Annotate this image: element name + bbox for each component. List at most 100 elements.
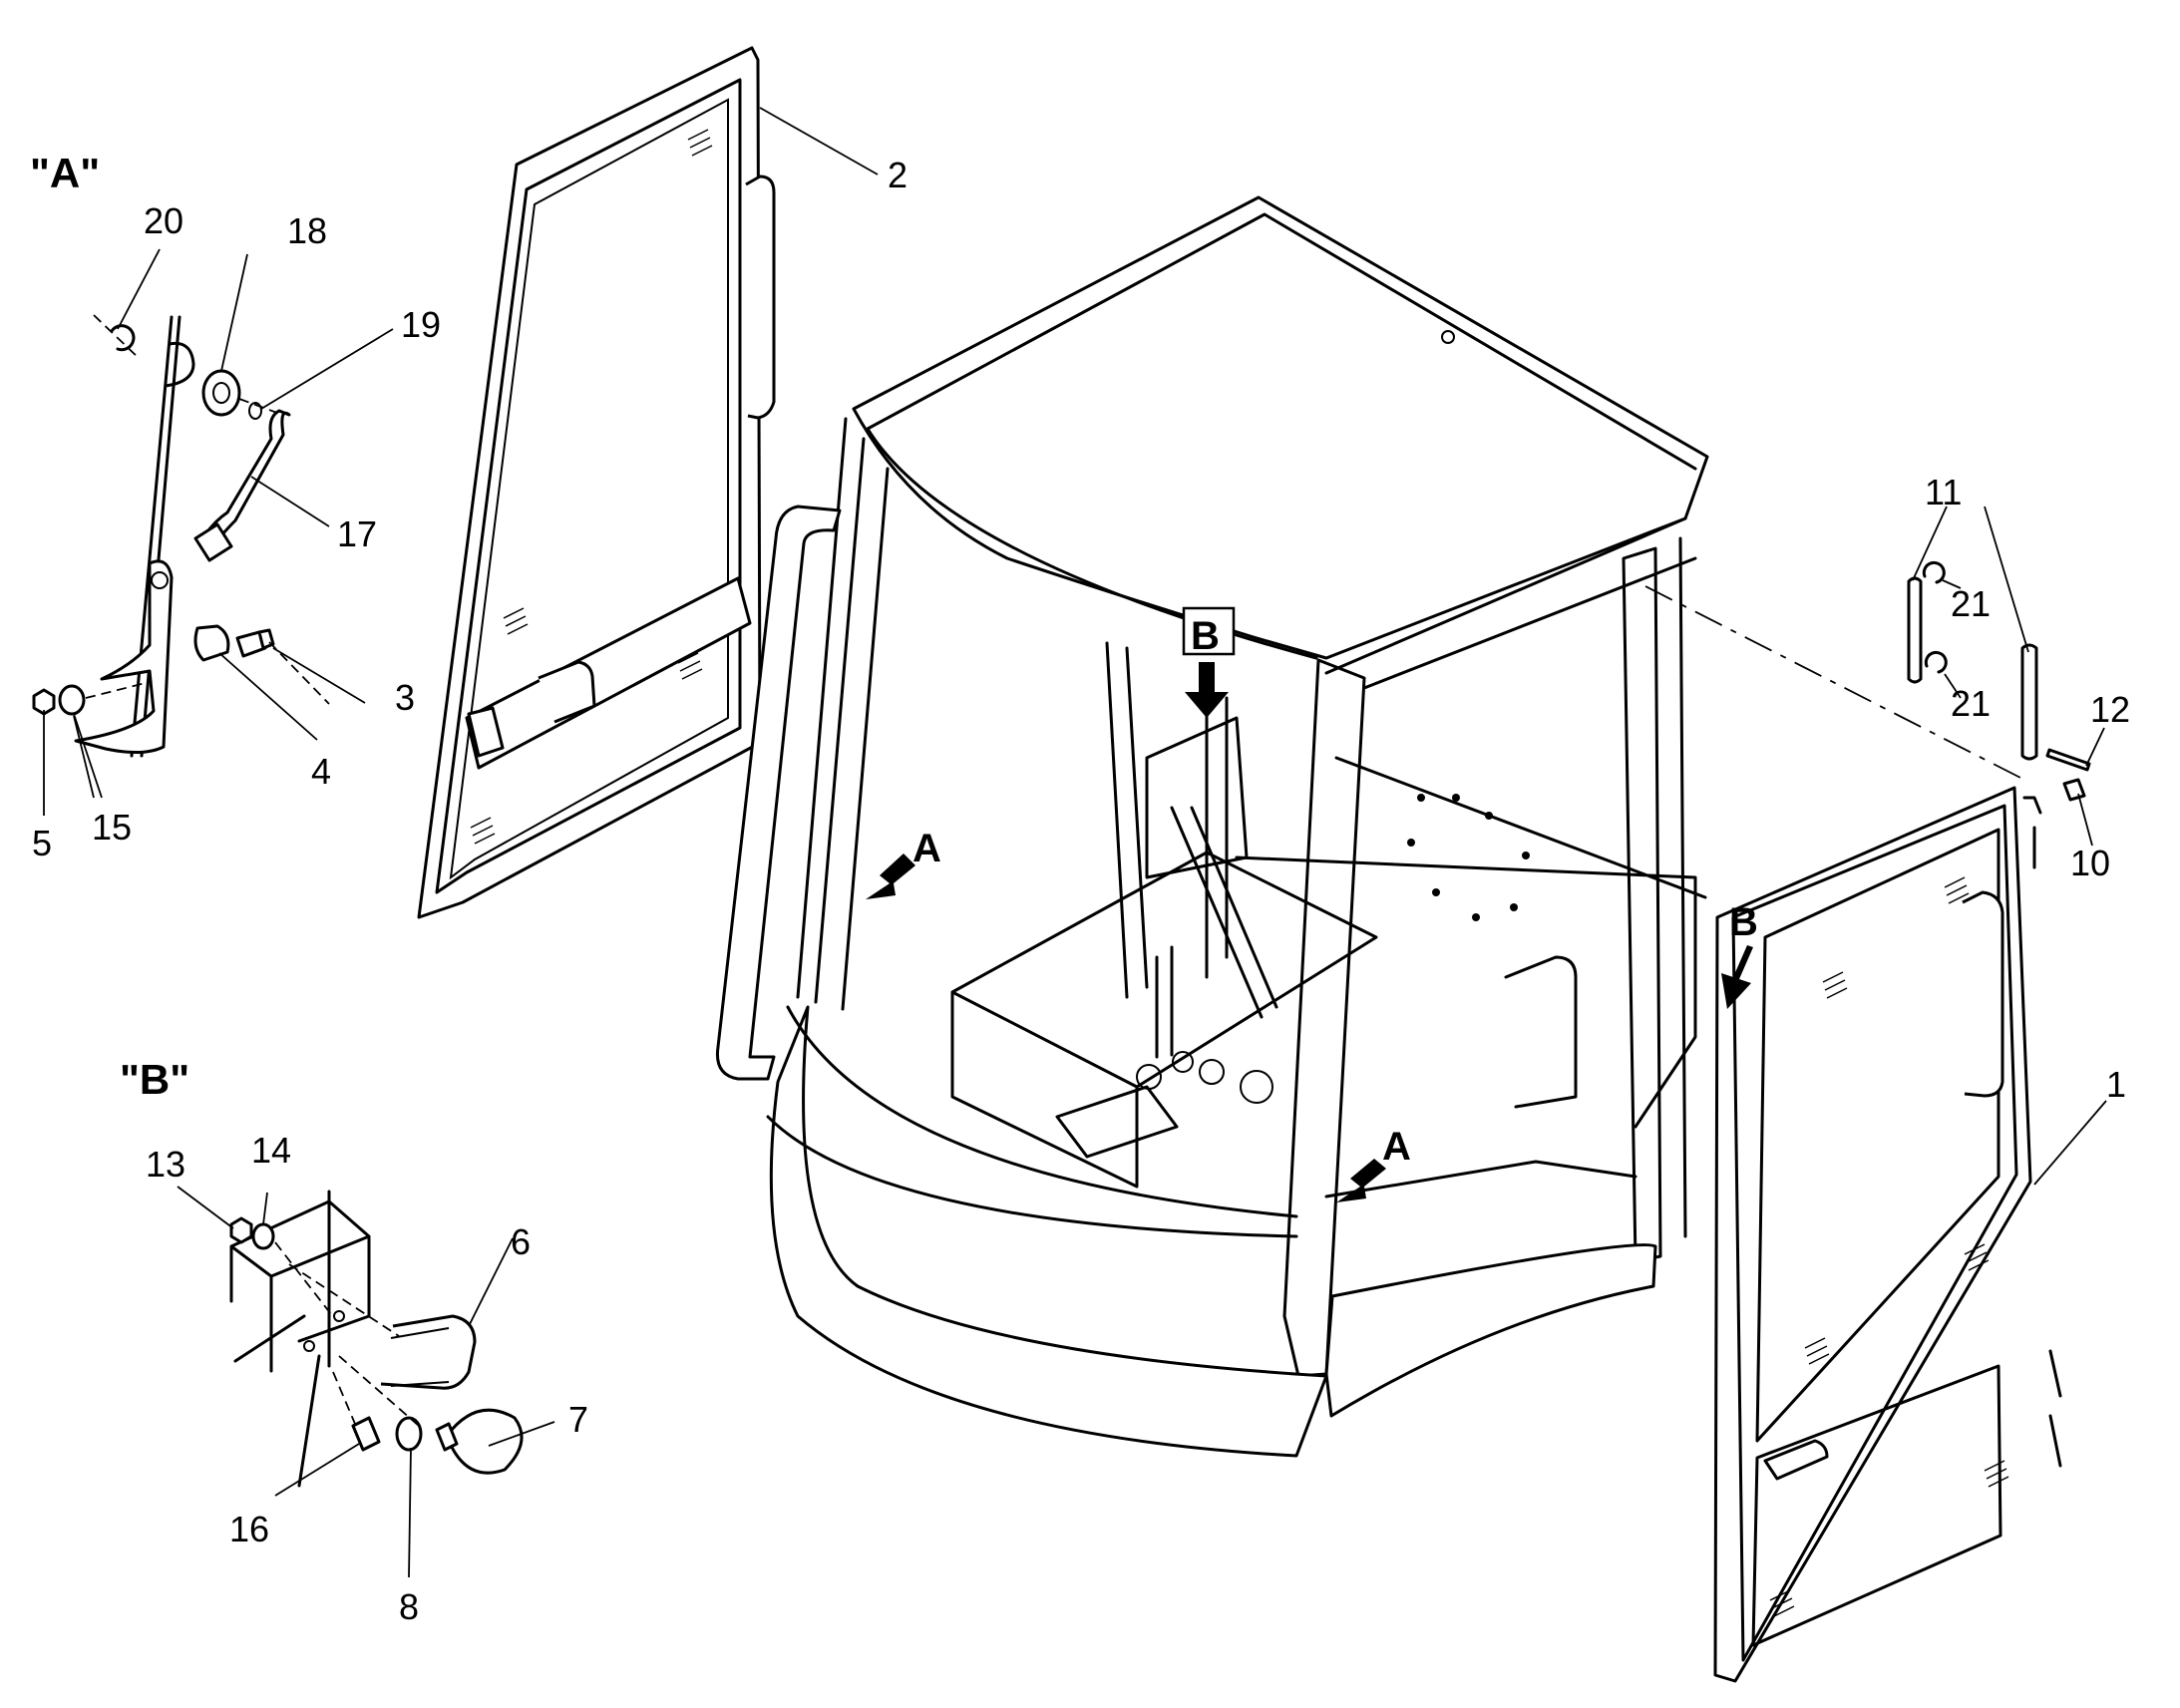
rod-17 [203, 409, 291, 544]
callout-15: 15 [92, 807, 132, 848]
floor-hole-4 [1240, 1070, 1273, 1104]
washer-14 [251, 1222, 275, 1250]
left-door-handle [745, 174, 776, 420]
view-a-label: "A" [30, 150, 100, 196]
mount-bracket-edges [233, 1190, 331, 1488]
cab-tub-right [1324, 1243, 1657, 1418]
left-door-inner-handle [538, 660, 596, 724]
hinge-pins [1644, 560, 2091, 802]
washer-8 [395, 1416, 423, 1452]
hinge-axis-line [1644, 585, 2025, 781]
rear-bracket-b [1145, 716, 1249, 879]
floor-hole-1 [1136, 1064, 1162, 1090]
bracket-hole-2 [303, 1340, 315, 1352]
console-opening [1055, 1085, 1179, 1159]
bumper-7 [445, 1408, 524, 1475]
callout-2: 2 [888, 155, 908, 195]
callout-12: 12 [2090, 689, 2130, 730]
arrow-a-left [866, 854, 915, 899]
right-door-glass-outer [1731, 804, 2018, 1662]
rear-header [1324, 516, 1697, 690]
ubolt-6 [380, 1314, 477, 1390]
right-door-latch [1763, 1439, 1829, 1481]
right-door-handle [1962, 890, 2004, 1098]
right-door-glass-marks [1769, 876, 2009, 1617]
circlip-20 [110, 324, 136, 352]
callout-17: 17 [337, 513, 377, 554]
grease-nipple-10 [2062, 778, 2086, 802]
nut-13 [229, 1216, 253, 1244]
right-door [1713, 786, 2062, 1683]
callout-7: 7 [568, 1399, 588, 1440]
left-door-glass-outer [435, 78, 742, 894]
ubolt-6-threads [390, 1327, 450, 1387]
floor-hole-3 [1199, 1059, 1225, 1085]
knob-18 [201, 369, 241, 417]
arrow-a-right-label: A [1382, 1125, 1411, 1169]
upper-bracket [164, 341, 195, 388]
left-door-glass-inner [449, 98, 729, 880]
callout-18: 18 [287, 210, 327, 251]
callout-16: 16 [229, 1509, 269, 1549]
view-arrows: B A B A [866, 606, 1758, 1202]
cab-roof [852, 195, 1709, 660]
callout-1: 1 [2106, 1064, 2126, 1105]
center-pillar [1155, 806, 1278, 1059]
bumper-7-stud [435, 1422, 459, 1452]
right-door-hinges [2022, 796, 2062, 1468]
right-grab-handle [1504, 955, 1578, 1109]
hinge-pin-11-long [2020, 643, 2038, 761]
floor-hole-2 [1172, 1051, 1194, 1073]
left-door-lock-bar [465, 576, 752, 770]
right-lower-rail [1324, 1160, 1637, 1198]
assembly-lines-a [85, 314, 330, 705]
arrow-b-right-label: B [1729, 900, 1758, 944]
front-right-post [1282, 658, 1366, 1378]
assembly-lines-b [274, 1241, 420, 1427]
callout-4: 4 [311, 751, 331, 792]
callout-20: 20 [144, 200, 183, 241]
left-door-frame [417, 46, 762, 919]
latch-bracket [74, 559, 174, 754]
knob-18-inner [212, 382, 230, 404]
rear-deck [1235, 756, 1707, 1129]
arrow-b-top [1185, 662, 1229, 718]
nut-5 [32, 688, 56, 716]
arrow-b-top-label: B [1191, 614, 1220, 658]
cab-body [715, 195, 1709, 1458]
rear-right-post [1622, 536, 1687, 1263]
rear-wall-holes [1407, 794, 1530, 921]
clip-21-lower [1924, 650, 1948, 674]
leader-lines [43, 107, 2107, 1578]
callout-13: 13 [146, 1144, 185, 1185]
bracket-hole [151, 571, 169, 589]
callout-6: 6 [511, 1221, 531, 1262]
arrow-a-left-label: A [912, 827, 941, 870]
right-door-lower-panel [1751, 1364, 2002, 1647]
washer-15 [58, 684, 86, 716]
view-b-label: "B" [120, 1056, 189, 1103]
bracket-hole-1 [333, 1310, 345, 1322]
oring-19 [248, 402, 262, 420]
detail-view-b: "B" [120, 1056, 524, 1488]
spacer-16 [351, 1416, 381, 1452]
callout-3: 3 [395, 677, 415, 718]
cab-tub-front [769, 1005, 1328, 1458]
callout-14: 14 [251, 1130, 291, 1171]
callout-8: 8 [399, 1586, 419, 1627]
grease-pin-12 [2045, 748, 2091, 772]
callout-numbers: 1 2 3 4 5 6 7 8 10 11 12 13 14 15 16 17 … [32, 155, 2130, 1627]
hinge-pin-11-short [1907, 576, 1923, 684]
bolt-3-head [257, 628, 275, 650]
arrow-b-right [1721, 945, 1753, 1009]
callout-5: 5 [32, 823, 52, 863]
arrow-a-right [1336, 1159, 1386, 1202]
mount-bracket [229, 1199, 371, 1373]
arrow-b-top-box [1182, 606, 1236, 656]
callout-21-lower: 21 [1951, 683, 1991, 724]
left-door [417, 46, 776, 919]
left-door-glass-marks [470, 129, 713, 845]
callout-10: 10 [2070, 843, 2110, 883]
clip-21-upper [1922, 560, 1946, 584]
